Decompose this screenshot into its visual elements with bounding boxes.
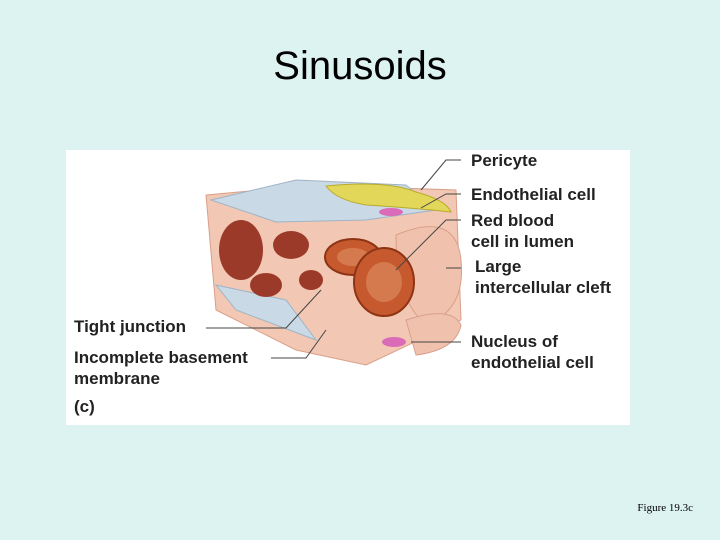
label-large-cleft-line1: Large: [475, 257, 522, 276]
lumen-patch: [273, 231, 309, 259]
label-basement-line2: membrane: [74, 369, 160, 388]
sinusoid-illustration: [205, 159, 463, 366]
figure-caption: Figure 19.3c: [637, 502, 693, 514]
leader-line: [271, 329, 327, 359]
endothelial-nucleus: [382, 337, 406, 347]
label-tight-junction: Tight junction: [74, 317, 187, 336]
label-red-blood-cell-line2: cell in lumen: [471, 232, 574, 251]
lumen-patch: [250, 273, 282, 297]
sinusoid-figure: Pericyte Endothelial cell Red blood cell…: [66, 150, 630, 425]
label-basement-line1: Incomplete basement: [74, 348, 248, 367]
endothelial-nucleus: [379, 208, 403, 216]
lumen-patch: [219, 220, 263, 280]
label-endothelial-cell: Endothelial cell: [471, 185, 596, 204]
leader-line: [420, 193, 461, 209]
leader-line: [206, 289, 322, 329]
lumen-patch: [299, 270, 323, 290]
leader-line: [420, 159, 461, 191]
label-nucleus-line2: endothelial cell: [471, 353, 594, 372]
leader-lines: [206, 159, 461, 359]
red-blood-cell-center: [366, 262, 402, 302]
leader-line: [395, 219, 461, 271]
endothelial-tube: [405, 313, 462, 356]
label-large-cleft-line2: intercellular cleft: [475, 278, 612, 297]
panel-label: (c): [74, 397, 95, 416]
label-pericyte: Pericyte: [471, 151, 538, 170]
label-red-blood-cell-line1: Red blood: [471, 211, 555, 230]
label-nucleus-line1: Nucleus of: [471, 332, 558, 351]
slide-title: Sinusoids: [273, 44, 447, 88]
pericyte: [325, 183, 452, 213]
